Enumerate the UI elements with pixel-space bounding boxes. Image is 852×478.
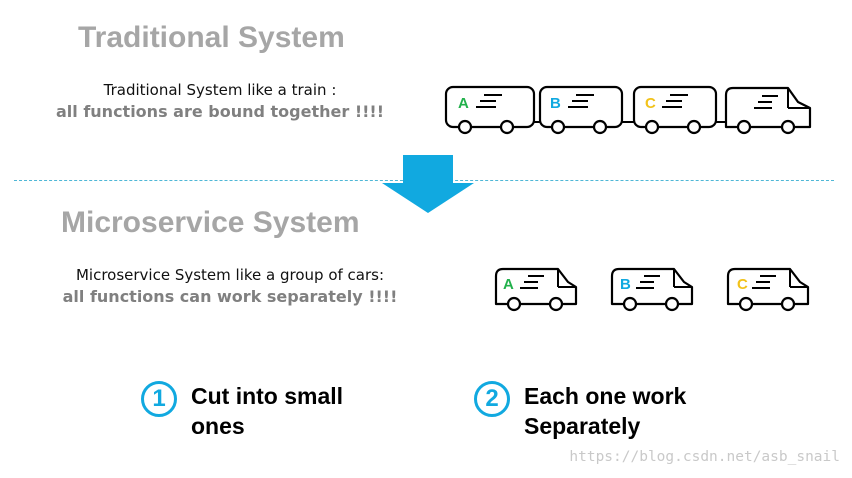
- step-2-text: Each one work Separately: [524, 381, 686, 441]
- microservice-description-line1: Microservice System like a group of cars…: [75, 266, 385, 284]
- traditional-description-line2: all functions are bound together !!!!: [55, 102, 384, 121]
- truck-c-icon: C: [726, 267, 810, 312]
- microservice-title: Microservice System: [61, 206, 360, 239]
- microservice-description: Microservice System like a group of cars…: [10, 266, 450, 306]
- step-2-line1: Each one work: [524, 383, 687, 409]
- train-car-c-icon: C: [632, 85, 718, 135]
- step-1-line2: ones: [191, 413, 245, 439]
- traditional-description: Traditional System like a train : all fu…: [10, 81, 430, 121]
- truck-letter: A: [503, 276, 514, 293]
- train-car-b-icon: B: [538, 85, 624, 135]
- step-number-1-icon: 1: [141, 381, 177, 417]
- truck-a-icon: A: [494, 267, 578, 312]
- car-letter: C: [645, 95, 656, 112]
- truck-letter: C: [737, 276, 748, 293]
- step-2: 2 Each one work Separately: [474, 381, 686, 441]
- car-letter: B: [550, 95, 561, 112]
- step-1: 1 Cut into small ones: [141, 381, 343, 441]
- step-1-text: Cut into small ones: [191, 381, 343, 441]
- down-arrow-icon: [382, 155, 474, 213]
- traditional-description-line1: Traditional System like a train :: [103, 81, 337, 99]
- microservice-description-line2: all functions can work separately !!!!: [62, 287, 398, 306]
- truck-letter: B: [620, 276, 631, 293]
- step-number-2-icon: 2: [474, 381, 510, 417]
- train-car-a-icon: A: [444, 85, 536, 135]
- step-1-line1: Cut into small: [191, 383, 344, 409]
- truck-b-icon: B: [610, 267, 694, 312]
- watermark: https://blog.csdn.net/asb_snail: [569, 449, 840, 465]
- step-2-line2: Separately: [524, 413, 641, 439]
- traditional-title: Traditional System: [78, 21, 345, 54]
- train-locomotive-icon: [724, 86, 812, 135]
- train-illustration: A B C: [444, 85, 812, 135]
- car-letter: A: [458, 95, 469, 112]
